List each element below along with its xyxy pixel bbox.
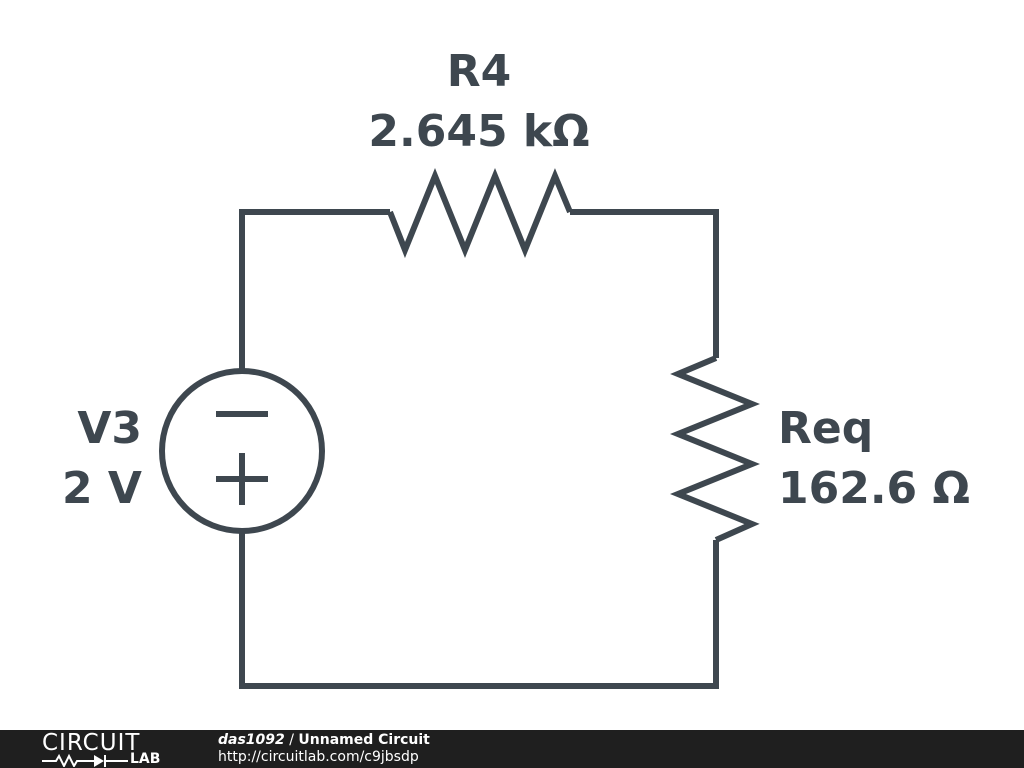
v3-name-label: V3 [77,403,142,454]
circuit-title: Unnamed Circuit [298,732,430,748]
voltage-source-v3 [159,368,325,534]
r4-name-label: R4 [447,46,512,97]
wire-top-right [570,209,719,358]
circuit-info: das1092 / Unnamed Circuit http://circuit… [218,732,430,766]
resistor-r4 [387,168,573,259]
req-value-label: 162.6 Ω [778,463,970,514]
author-link[interactable]: das1092 [218,732,285,748]
title-separator: / [284,732,299,748]
circuitlab-logo[interactable]: CIRCUIT LAB [42,731,182,767]
v3-value-label: 2 V [62,463,142,514]
circuit-title-line: das1092 / Unnamed Circuit [218,732,430,749]
r4-value-label: 2.645 kΩ [368,106,589,157]
logo-wordmark-bottom: LAB [130,751,161,767]
circuit-diagram: R4 2.645 kΩ Req 162.6 Ω V3 2 V [62,46,970,689]
wire-left-top [239,209,390,370]
footer-bar: CIRCUIT LAB das1092 / Unnamed Circuit ht… [0,730,1024,768]
req-name-label: Req [778,403,873,454]
circuit-url[interactable]: http://circuitlab.com/c9jbsdp [218,749,419,765]
resistor-diode-icon [42,753,128,767]
wire-right-bottom [239,532,719,689]
resistor-req [670,355,760,543]
logo-wordmark-top: CIRCUIT [42,730,141,756]
